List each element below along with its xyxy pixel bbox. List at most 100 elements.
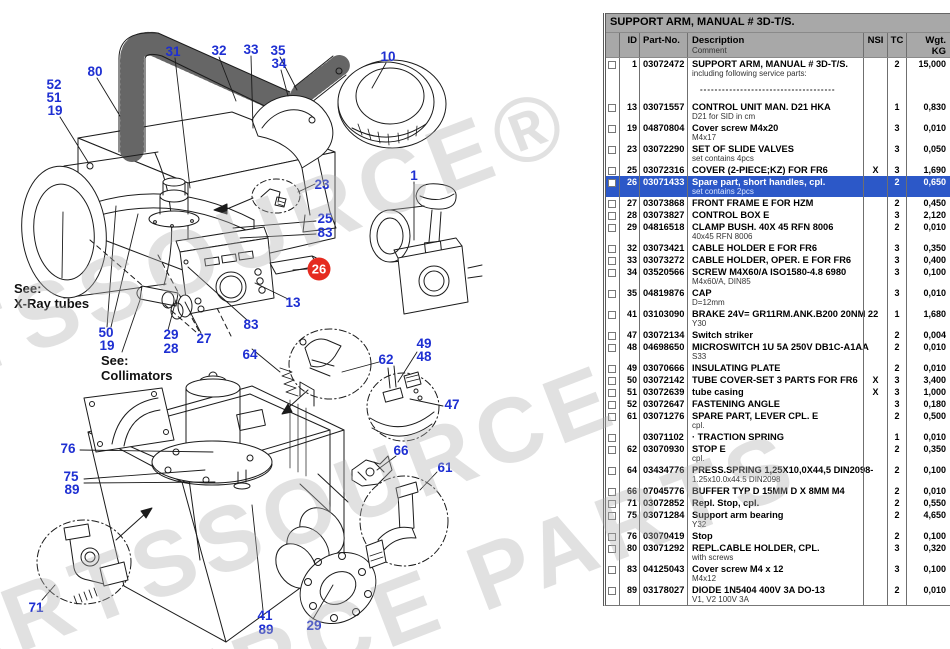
callout-28[interactable]: 28 xyxy=(163,341,179,356)
callout-27[interactable]: 27 xyxy=(196,331,212,346)
row-checkbox[interactable] xyxy=(608,61,616,69)
callout-49[interactable]: 49 xyxy=(416,336,432,351)
row-checkbox[interactable] xyxy=(608,467,616,475)
row-checkbox[interactable] xyxy=(608,434,616,442)
row-checkbox[interactable] xyxy=(608,146,616,154)
row-checkbox[interactable] xyxy=(608,377,616,385)
callout-52[interactable]: 52 xyxy=(46,77,62,92)
callout-19[interactable]: 19 xyxy=(47,103,63,118)
row-checkbox[interactable] xyxy=(608,587,616,595)
callout-50[interactable]: 50 xyxy=(98,325,114,340)
row-checkbox[interactable] xyxy=(608,311,616,319)
callout-89[interactable]: 89 xyxy=(64,482,80,497)
row-checkbox[interactable] xyxy=(608,500,616,508)
callout-80[interactable]: 80 xyxy=(87,64,103,79)
row-checkbox[interactable] xyxy=(608,269,616,277)
callout-35[interactable]: 35 xyxy=(270,43,286,58)
callout-48[interactable]: 48 xyxy=(416,349,432,364)
callout-32[interactable]: 32 xyxy=(211,43,227,58)
row-checkbox[interactable] xyxy=(608,545,616,553)
callout-25[interactable]: 25 xyxy=(317,211,333,226)
callout-47[interactable]: 47 xyxy=(444,397,460,412)
callout-13[interactable]: 13 xyxy=(285,295,301,310)
row-checkbox[interactable] xyxy=(608,125,616,133)
row-checkbox[interactable] xyxy=(608,446,616,454)
row-checkbox[interactable] xyxy=(608,566,616,574)
row-checkbox[interactable] xyxy=(608,104,616,112)
row-checkbox[interactable] xyxy=(608,413,616,421)
callout-83[interactable]: 83 xyxy=(317,225,333,240)
row-checkbox[interactable] xyxy=(608,488,616,496)
callout-66[interactable]: 66 xyxy=(393,443,409,458)
callout-29[interactable]: 29 xyxy=(163,327,179,342)
callout-89[interactable]: 89 xyxy=(258,622,274,637)
callout-62[interactable]: 62 xyxy=(378,352,394,367)
callout-19[interactable]: 19 xyxy=(99,338,115,353)
callout-10[interactable]: 10 xyxy=(380,49,396,64)
row-checkbox[interactable] xyxy=(608,389,616,397)
callout-75[interactable]: 75 xyxy=(63,469,79,484)
row-checkbox[interactable] xyxy=(608,224,616,232)
cell-part-no: 03073868 xyxy=(639,197,687,209)
row-checkbox[interactable] xyxy=(608,512,616,520)
callout-23[interactable]: 23 xyxy=(314,177,330,192)
row-checkbox[interactable] xyxy=(608,533,616,541)
row-checkbox[interactable] xyxy=(608,245,616,253)
callout-61[interactable]: 61 xyxy=(437,460,453,475)
row-checkbox[interactable] xyxy=(608,257,616,265)
callout-51[interactable]: 51 xyxy=(46,90,62,105)
row-checkbox[interactable] xyxy=(608,212,616,220)
callout-31[interactable]: 31 xyxy=(165,44,181,59)
callout-71[interactable]: 71 xyxy=(28,600,44,615)
row-checkbox[interactable] xyxy=(608,167,616,175)
row-checkbox[interactable] xyxy=(608,200,616,208)
callout-64[interactable]: 64 xyxy=(242,347,258,362)
row-checkbox[interactable] xyxy=(608,332,616,340)
callout-41[interactable]: 41 xyxy=(257,608,273,623)
cell-nsi xyxy=(863,242,887,254)
callout-29[interactable]: 29 xyxy=(306,618,322,633)
callout-34[interactable]: 34 xyxy=(271,56,287,71)
callout-76[interactable]: 76 xyxy=(60,441,76,456)
row-checkbox[interactable] xyxy=(608,290,616,298)
callout-83[interactable]: 83 xyxy=(243,317,259,332)
row-checkbox[interactable] xyxy=(608,401,616,409)
callout-33[interactable]: 33 xyxy=(243,42,259,57)
row-checkbox[interactable] xyxy=(608,344,616,352)
callout-1[interactable]: 1 xyxy=(410,168,418,183)
callout-26-selected[interactable]: 26 xyxy=(307,257,331,281)
row-checkbox[interactable] xyxy=(608,365,616,373)
row-checkbox[interactable] xyxy=(608,179,616,187)
